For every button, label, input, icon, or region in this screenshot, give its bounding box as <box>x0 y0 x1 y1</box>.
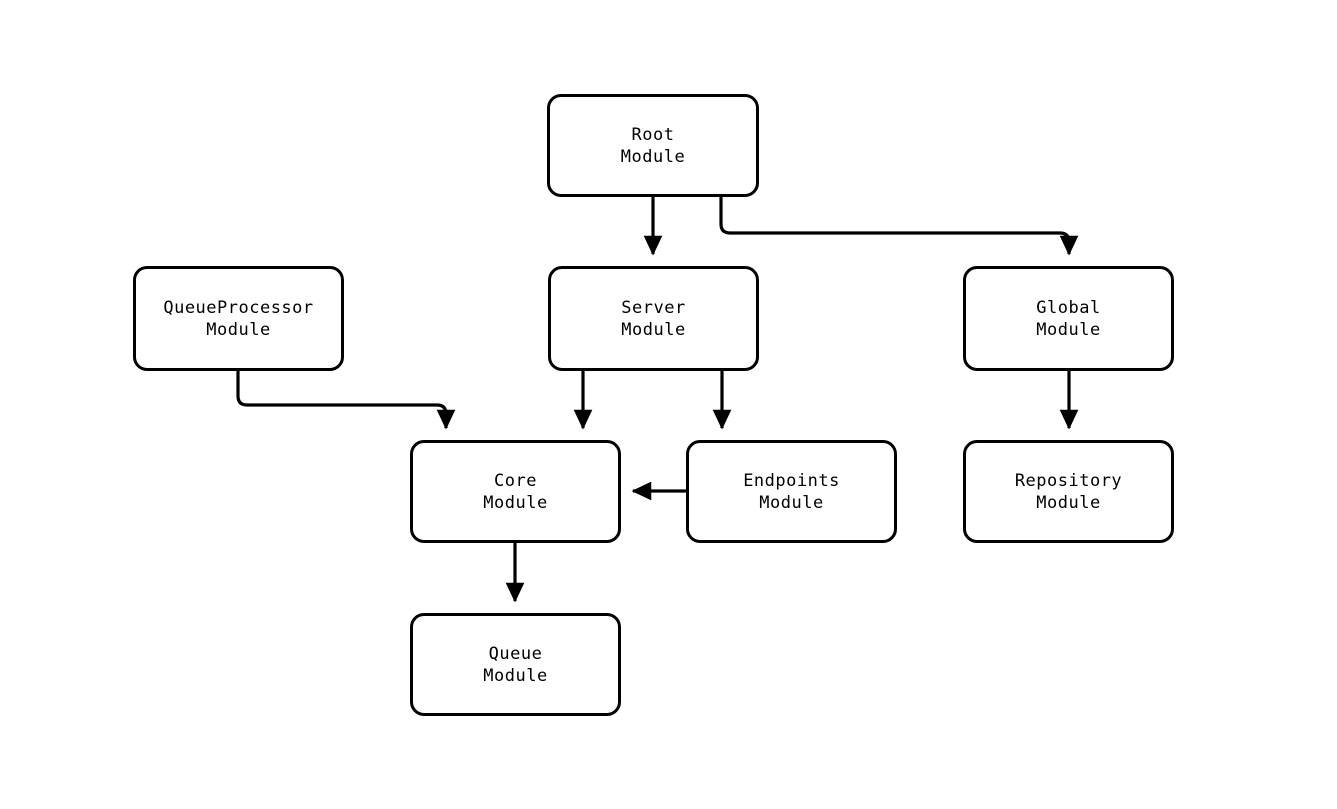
node-repository-module-label: Repository Module <box>1014 470 1123 513</box>
node-server-module[interactable]: Server Module <box>548 266 759 371</box>
node-repository-module[interactable]: Repository Module <box>963 440 1174 543</box>
node-global-module[interactable]: Global Module <box>963 266 1174 371</box>
node-queue-module[interactable]: Queue Module <box>410 613 621 716</box>
edge-queueprocessor-to-core <box>236 371 456 430</box>
node-root-module[interactable]: Root Module <box>547 94 759 197</box>
edge-root-to-global <box>719 197 1079 256</box>
node-core-module[interactable]: Core Module <box>410 440 621 543</box>
node-queueprocessor-module[interactable]: QueueProcessor Module <box>133 266 344 371</box>
node-endpoints-module-label: Endpoints Module <box>743 470 840 513</box>
node-endpoints-module[interactable]: Endpoints Module <box>686 440 897 543</box>
node-core-module-label: Core Module <box>483 470 548 513</box>
node-queueprocessor-module-label: QueueProcessor Module <box>163 297 314 340</box>
node-queue-module-label: Queue Module <box>483 643 548 686</box>
node-server-module-label: Server Module <box>621 297 686 340</box>
node-root-module-label: Root Module <box>620 124 686 167</box>
node-global-module-label: Global Module <box>1036 297 1101 340</box>
